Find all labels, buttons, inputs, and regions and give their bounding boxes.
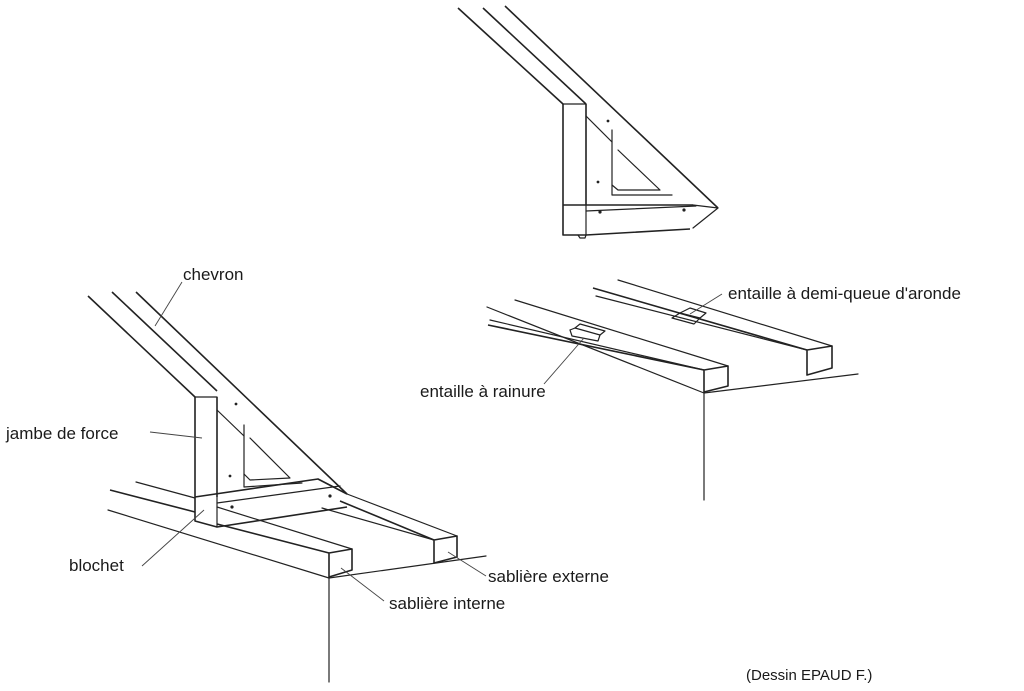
label-jambe-de-force: jambe de force (6, 424, 119, 443)
right-assembly (486, 279, 859, 501)
credit: (Dessin EPAUD F.) (746, 667, 873, 684)
label-entaille-rainure: entaille à rainure (420, 382, 546, 401)
label-chevron: chevron (183, 265, 244, 284)
left-assembly (87, 291, 487, 683)
leader-jambe (149, 431, 203, 439)
leader-lines (141, 281, 723, 602)
top-assembly (457, 5, 719, 239)
label-blochet: blochet (69, 556, 124, 575)
leader-demi-queue (689, 293, 723, 315)
label-sabliere-externe: sablière externe (488, 567, 609, 586)
leader-rainure (543, 337, 585, 385)
label-entaille-demi-queue: entaille à demi-queue d'aronde (728, 284, 961, 303)
leader-sabliere-interne (340, 567, 385, 602)
leader-sabliere-externe (447, 551, 487, 577)
leader-chevron (154, 281, 183, 327)
label-sabliere-interne: sablière interne (389, 594, 506, 613)
leader-blochet (141, 509, 205, 567)
